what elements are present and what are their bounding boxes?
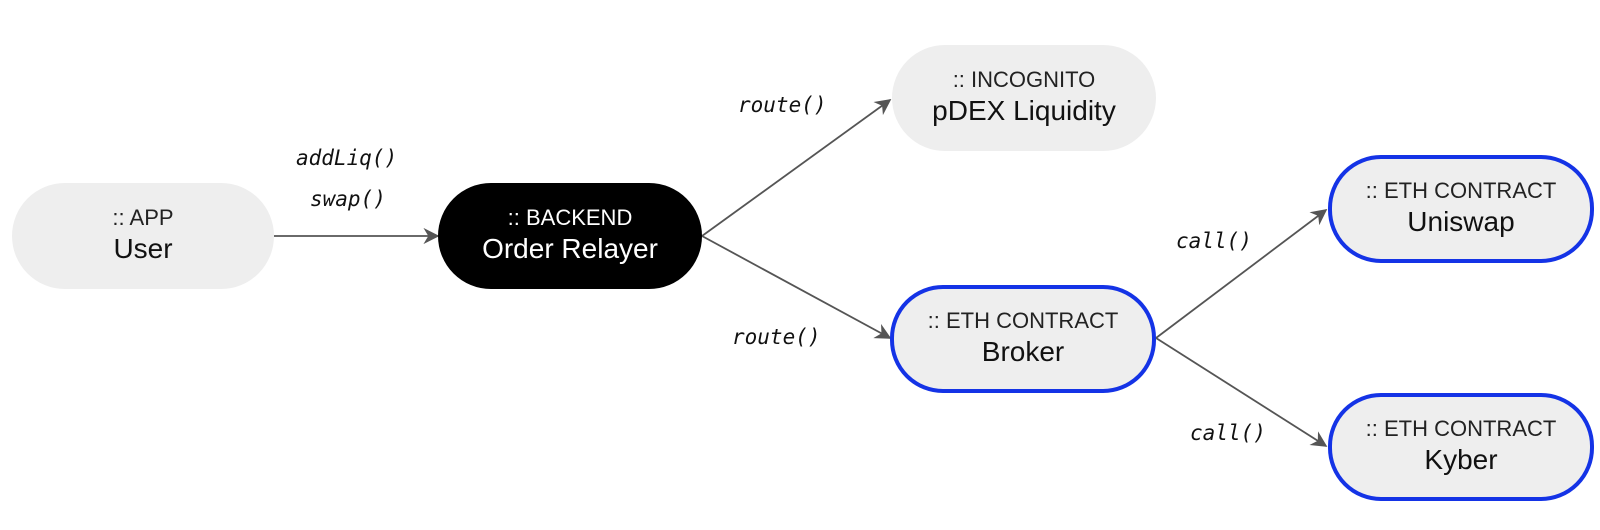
node-name-label: Broker	[981, 336, 1065, 367]
node-name-label: User	[113, 233, 173, 264]
node-kyber[interactable]: :: ETH CONTRACT Kyber	[1328, 393, 1594, 501]
edge-label-call-uniswap: call()	[1176, 229, 1252, 253]
node-name-label: Order Relayer	[482, 233, 658, 264]
edge-label-swap: swap()	[310, 187, 386, 211]
node-name-label: Uniswap	[1407, 206, 1515, 237]
node-kind-label: :: ETH CONTRACT	[1365, 416, 1557, 441]
node-user[interactable]: :: APP User	[12, 183, 274, 289]
node-kind-label: :: INCOGNITO	[952, 67, 1096, 92]
edge-label-route-broker: route()	[732, 325, 821, 349]
edge-relayer-to-pdex	[701, 99, 892, 237]
node-order-relayer[interactable]: :: BACKEND Order Relayer	[438, 183, 702, 289]
node-kind-label: :: ETH CONTRACT	[927, 308, 1119, 333]
node-kind-label: :: BACKEND	[507, 205, 633, 230]
node-uniswap[interactable]: :: ETH CONTRACT Uniswap	[1328, 155, 1594, 263]
node-pdex-liquidity[interactable]: :: INCOGNITO pDEX Liquidity	[892, 45, 1156, 151]
edge-label-addliq: addLiq()	[296, 146, 398, 170]
edge-label-call-kyber: call()	[1190, 421, 1266, 445]
node-name-label: pDEX Liquidity	[932, 95, 1116, 126]
node-name-label: Kyber	[1424, 444, 1498, 475]
edge-broker-to-kyber	[1155, 337, 1328, 447]
edge-broker-to-uniswap	[1155, 209, 1328, 339]
node-broker[interactable]: :: ETH CONTRACT Broker	[890, 285, 1156, 393]
node-kind-label: :: APP	[112, 205, 174, 230]
edge-label-route-pdex: route()	[738, 93, 827, 117]
edge-relayer-to-broker	[701, 235, 892, 339]
node-kind-label: :: ETH CONTRACT	[1365, 178, 1557, 203]
